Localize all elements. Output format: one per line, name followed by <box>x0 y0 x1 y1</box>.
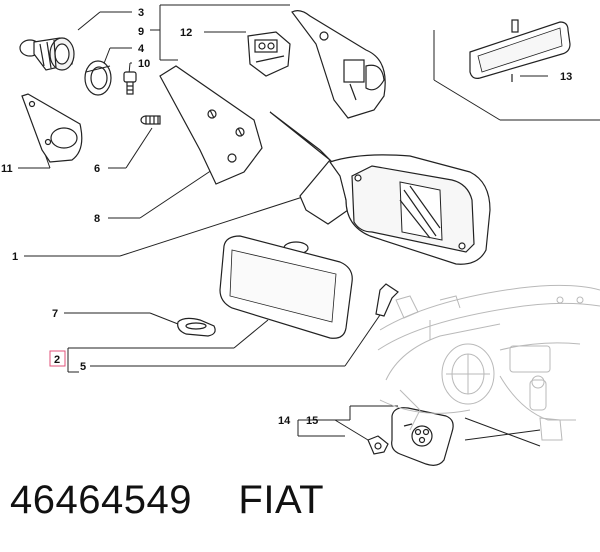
connector-drawing <box>367 435 389 455</box>
callout-6: 6 <box>94 163 100 175</box>
callout-5: 5 <box>80 361 86 373</box>
pad-drawing <box>177 317 216 337</box>
part-number: 46464549 <box>10 478 192 522</box>
callout-4: 4 <box>138 43 145 55</box>
ring-clip-drawing <box>84 60 112 96</box>
mirror-housing-drawing <box>291 10 386 119</box>
callout-11: 11 <box>1 163 13 175</box>
part-drawings <box>19 10 571 466</box>
clip-drawing <box>375 283 399 317</box>
callouts: 3 4 10 9 12 11 6 8 1 7 2 5 14 15 13 <box>1 7 572 427</box>
callout-10: 10 <box>138 58 150 70</box>
callout-1: 1 <box>12 251 18 263</box>
highlight-box-part-2 <box>49 350 66 367</box>
rearview-mirror-drawing <box>469 19 571 82</box>
callout-2: 2 <box>54 354 60 366</box>
outer-mirror-drawing <box>269 111 491 265</box>
screw-10-drawing <box>123 71 137 95</box>
mirror-switch-drawing <box>391 407 454 466</box>
callout-9: 9 <box>138 26 144 38</box>
motor-drawing <box>247 31 291 77</box>
callout-15: 15 <box>306 415 318 427</box>
bolt-6-drawing <box>140 115 161 125</box>
grommet-drawing <box>19 37 75 71</box>
callout-14: 14 <box>278 415 291 427</box>
footer-caption: 46464549 FIAT <box>10 478 324 523</box>
callout-8: 8 <box>94 213 100 225</box>
mounting-plate-drawing <box>159 65 263 185</box>
mirror-glass-drawing <box>219 235 353 339</box>
callout-7: 7 <box>52 308 58 320</box>
dashboard-sketch <box>377 284 600 441</box>
bracket-plate-drawing <box>21 93 83 163</box>
brand-name: FIAT <box>238 478 325 522</box>
callout-3: 3 <box>138 7 144 19</box>
callout-13: 13 <box>560 71 572 83</box>
callout-12: 12 <box>180 27 192 39</box>
